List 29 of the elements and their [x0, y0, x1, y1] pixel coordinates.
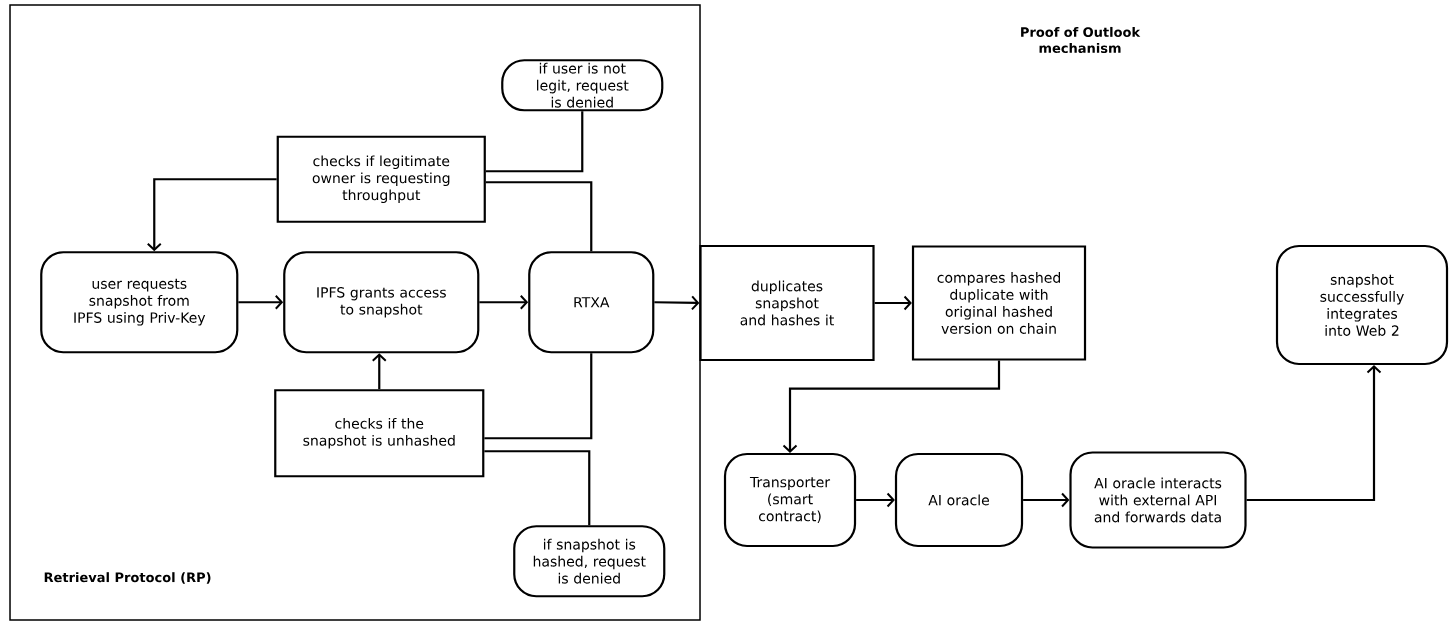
process-box: compares hashed duplicate with original hashed version on chain [911, 245, 1087, 361]
connector [238, 294, 284, 310]
connector [654, 295, 700, 311]
rounded-box: AI oracle interacts with external API and forwards data [1069, 451, 1247, 549]
connector [874, 295, 912, 311]
connector [484, 450, 591, 526]
rounded-box: user requests snapshot from IPFS using Priv-Key [40, 251, 239, 354]
connector [856, 492, 895, 508]
connector [1023, 492, 1070, 508]
rounded-box: if user is not legit, request is denied [501, 59, 664, 112]
process-box: checks if the snapshot is unhashed [274, 389, 485, 478]
process-box: checks if legitimate owner is requesting throughput [276, 135, 486, 223]
rounded-box: AI oracle [894, 452, 1024, 548]
rounded-box: Transporter (smart contract) [723, 452, 857, 548]
region-title: Retrieval Protocol (RP) [44, 572, 211, 584]
heading: Proof of Outlook mechanism [1021, 26, 1141, 53]
connector [485, 181, 593, 252]
rounded-box: RTXA [528, 251, 655, 354]
rounded-box: IPFS grants access to snapshot [283, 251, 480, 354]
connector [371, 353, 387, 390]
connector [479, 294, 529, 310]
rounded-box: snapshot successfully integrates into Web 2 [1275, 244, 1449, 366]
connector [485, 111, 584, 173]
rounded-box: if snapshot is hashed, request is denied [513, 525, 666, 598]
connector [782, 360, 1001, 453]
connector [146, 178, 277, 252]
connector [484, 353, 593, 440]
process-box: duplicates snapshot and hashes it [699, 244, 875, 362]
connector [1246, 365, 1382, 502]
